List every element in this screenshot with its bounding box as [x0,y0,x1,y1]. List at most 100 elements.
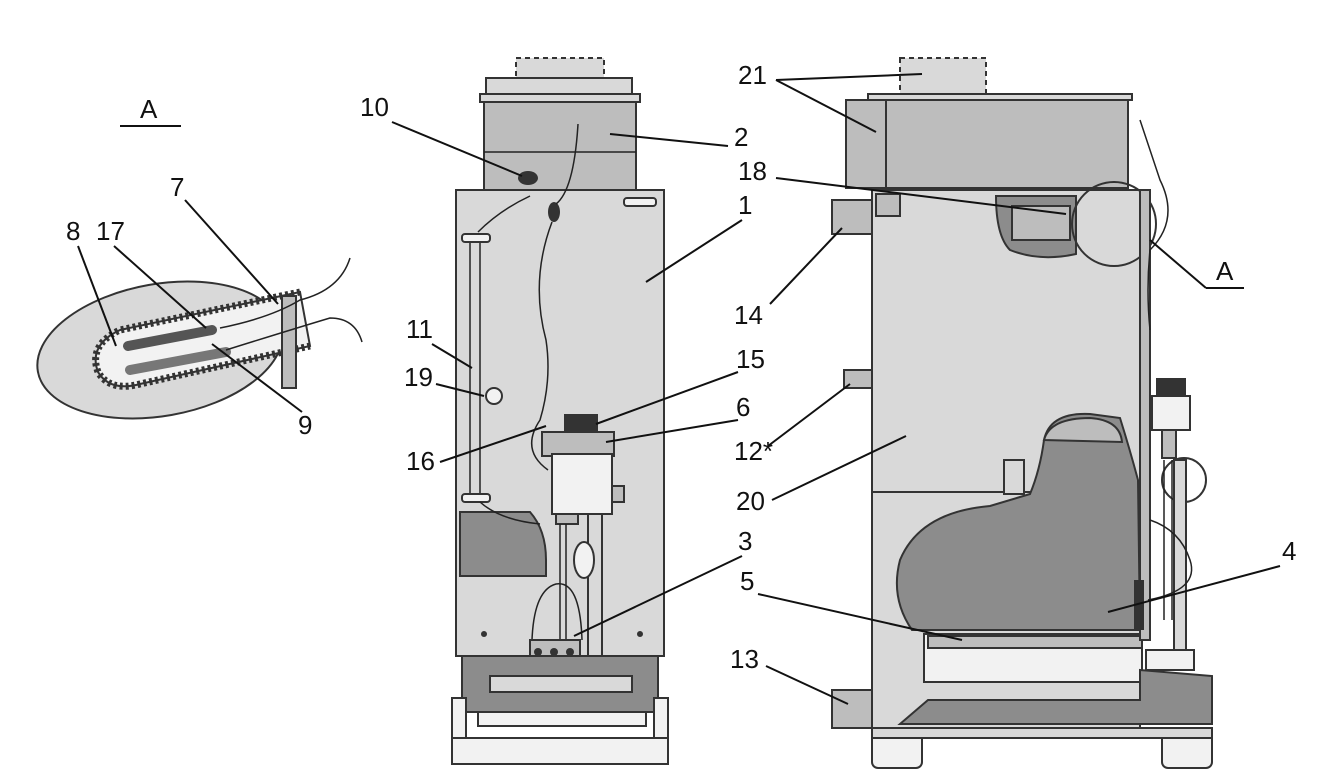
screw-right [637,631,643,637]
callout-19: 19 [404,362,433,392]
leader-17 [113,245,207,329]
thermo-wire [531,221,553,471]
valve-bracket-side [1145,649,1195,671]
base-frame-front [451,737,669,765]
draft-hood-rim-front [479,93,641,103]
gas-pipe-vertical [587,513,603,675]
leader-15 [595,371,739,425]
side-view [831,57,1213,769]
callout-18: 18 [738,156,767,186]
gas-pipe-side [1173,459,1187,651]
jet-2 [550,648,558,656]
valve-outlet [555,513,579,525]
callout-9: 9 [298,410,312,440]
pipe-14 [831,199,873,235]
jet-1 [534,648,542,656]
side-view-callouts: 21 18 A 14 12* 20 5 13 4 [730,60,1296,705]
leader-5 [757,593,963,641]
callout-2: 2 [734,122,748,152]
sensor-wire [555,123,579,205]
sheath-hatch [92,288,311,390]
callout-3: 3 [738,526,752,556]
callout-17: 17 [96,216,125,246]
callout-8: 8 [66,216,80,246]
clip-lower [461,493,491,503]
jet-3 [566,648,574,656]
leader-4 [1107,565,1281,613]
flue-stub-side [845,99,887,189]
base-plate-front [477,711,647,727]
burner-tube-front [489,675,633,693]
pipe-ring [573,541,595,579]
front-view-callouts: 10 2 1 11 19 16 15 6 3 [360,92,765,637]
detail-a-view: A 7 8 17 9 [36,94,363,440]
detail-a-title: A [140,94,158,124]
tube-to-valve [477,195,531,233]
tube-to-block [479,501,541,525]
leader-7 [184,199,279,305]
leader-19 [435,383,485,397]
callout-12: 12* [734,436,773,466]
callout-21: 21 [738,60,767,90]
detail-a-marker [1071,181,1157,267]
leader-8 [77,245,117,347]
gas-valve-side [1151,395,1191,431]
mounting-flange [281,295,297,389]
capillary-tube [469,238,481,500]
leader-detail-a [1149,239,1207,289]
leader-16 [439,425,547,463]
leader-12 [767,383,851,447]
leader-18 [775,177,1067,215]
leader-10 [391,121,523,177]
leader-3 [573,555,743,637]
thermocouple-loop-side [1147,519,1193,601]
leader-21b [775,79,877,133]
leader-1 [645,219,743,283]
front-view [451,57,669,765]
valve-10 [518,171,538,185]
pipe-13 [831,689,873,729]
burner-ports-5 [927,635,1143,649]
leader-11 [431,343,473,369]
heat-exchanger-dome [1042,416,1124,444]
tap-block [875,193,901,217]
leader-6 [605,419,739,443]
gas-valve-body [551,453,613,515]
leader-14 [769,227,843,305]
leader-9 [211,343,303,413]
burner-tray [897,668,1213,725]
callout-14: 14 [734,300,763,330]
detail-ref-a: A [1216,256,1234,286]
draft-hood-side [883,99,1129,189]
base-rail-side [871,727,1213,739]
callout-16: 16 [406,446,435,476]
leader-13 [765,665,849,705]
element-lower [125,347,231,375]
callout-5: 5 [740,566,754,596]
callout-7: 7 [170,172,184,202]
callout-10: 10 [360,92,389,122]
side-column [1139,189,1151,641]
element-upper [123,325,217,351]
draft-hood-front [483,101,637,191]
casing-slot [623,197,657,207]
screw-left [481,631,487,637]
loop-front [531,583,583,641]
baffle [1003,459,1025,495]
control-knob-side [1156,378,1186,398]
leader-20 [771,435,907,501]
leader-2 [609,133,729,147]
pipe-12 [843,369,873,389]
callout-4: 4 [1282,536,1296,566]
callout-15: 15 [736,344,765,374]
callout-6: 6 [736,392,750,422]
wire-side [1139,119,1169,331]
valve-head-6 [541,431,615,457]
control-knob-15 [564,414,598,434]
clip-upper [461,233,491,243]
callout-1: 1 [738,190,752,220]
ignition-rod [1134,580,1144,630]
draft-sensor [548,202,560,222]
